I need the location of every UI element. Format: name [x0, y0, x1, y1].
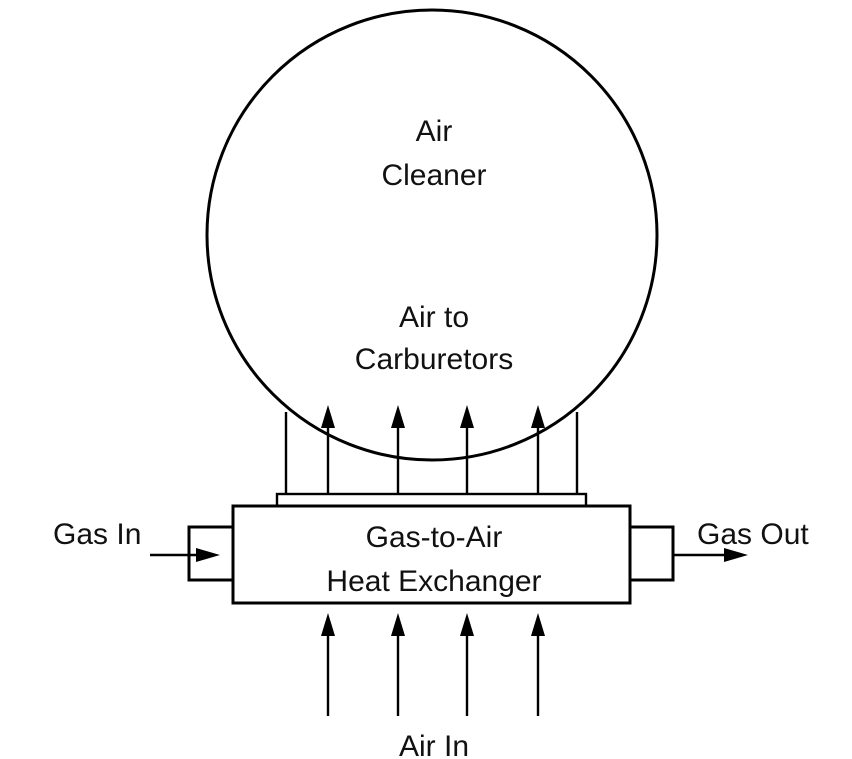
air-in-arrows	[321, 613, 545, 716]
air-in-arrow-head-4	[531, 613, 545, 636]
carb-arrow-head-1	[321, 405, 335, 428]
air-to-carburetors-label-line2: Carburetors	[355, 343, 513, 376]
heat-exchanger-label-line2: Heat Exchanger	[326, 565, 541, 598]
gas-inlet-stub	[187, 525, 235, 582]
carb-arrow-head-2	[391, 405, 405, 428]
air-in-arrow-head-2	[391, 613, 405, 636]
gas-out-arrow-head	[724, 548, 748, 562]
gas-out-label: Gas Out	[697, 518, 809, 551]
air-in-arrow-head-3	[460, 613, 474, 636]
carb-arrow-head-3	[460, 405, 474, 428]
air-in-arrow-head-1	[321, 613, 335, 636]
carb-arrow-head-4	[531, 405, 545, 428]
heat-exchanger-label-line1: Gas-to-Air	[366, 521, 503, 554]
gas-in-arrow-head	[196, 548, 220, 562]
air-cleaner-circle	[205, 8, 659, 462]
gas-in-label: Gas In	[53, 518, 141, 551]
air-cleaner-label-line2: Cleaner	[381, 159, 486, 192]
air-to-carburetors-arrows	[321, 405, 545, 494]
exchanger-top-flange	[275, 492, 588, 508]
gas-outlet-stub	[628, 525, 675, 582]
air-to-carburetors-label-line1: Air to	[399, 301, 469, 334]
air-in-label: Air In	[399, 730, 469, 759]
air-cleaner-label-line1: Air	[416, 115, 453, 148]
